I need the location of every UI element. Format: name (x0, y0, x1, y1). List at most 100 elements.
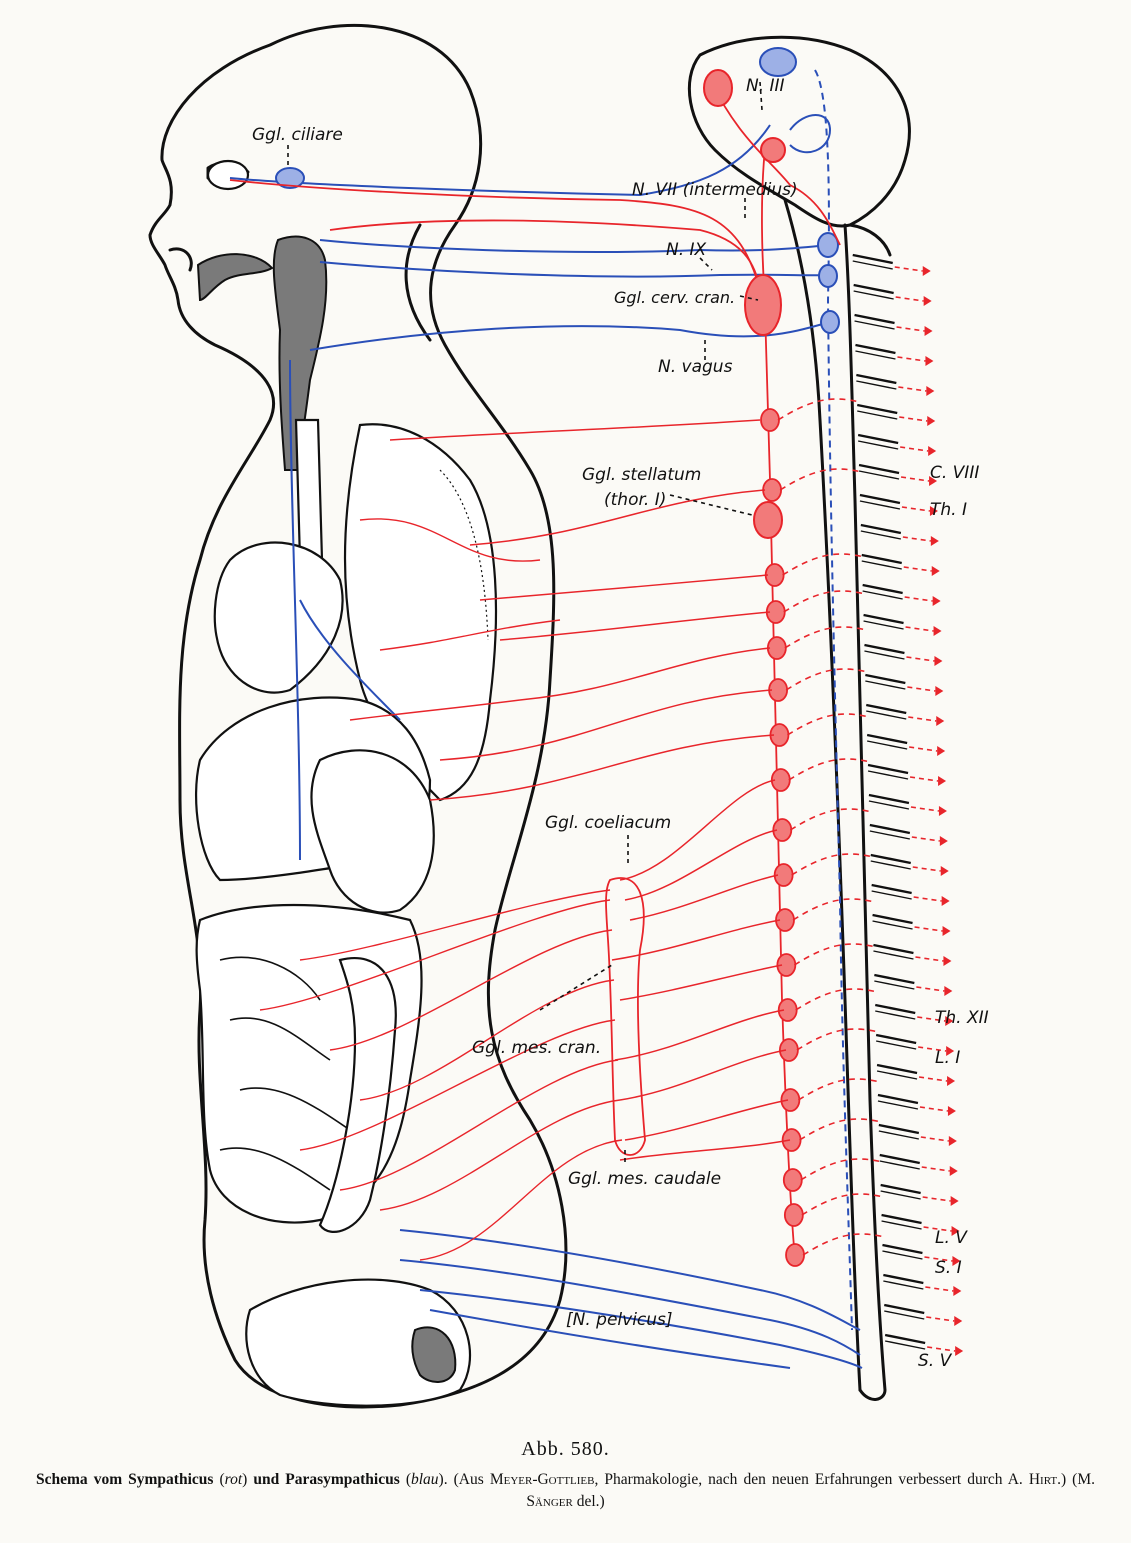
spinal-root (855, 350, 896, 360)
sympathetic-branch (479, 574, 769, 601)
ramus-communicans (785, 668, 868, 691)
spinal-root (878, 1123, 920, 1135)
ramus-communicans (795, 988, 878, 1011)
ramus-communicans (777, 398, 860, 421)
red-arrowhead (952, 1256, 961, 1266)
figure-number: Abb. 580. (521, 1438, 610, 1460)
sympathetic-branch (624, 1099, 789, 1141)
sympathetic-ray (900, 446, 929, 452)
spinal-root (862, 590, 903, 600)
sympathetic-ray (901, 506, 931, 512)
ramus-communicans (797, 1078, 881, 1101)
spinal-root (874, 980, 915, 990)
red-arrowhead (941, 896, 950, 906)
segment-s-v: S. V (918, 1351, 953, 1371)
spinal-root (883, 1280, 924, 1290)
label-ggl-stellatum: Ggl. stellatum (582, 465, 701, 485)
caption-author: Hirt (1028, 1471, 1058, 1488)
caption-part: .) (M. (1057, 1471, 1095, 1488)
heart (213, 541, 344, 694)
visceral-branch (299, 889, 611, 961)
spinal-root (882, 1243, 923, 1255)
spinal-root (863, 620, 904, 630)
label-thor-i: (thor. I) (604, 490, 666, 510)
spinal-root (867, 770, 909, 780)
red-arrowhead (954, 1316, 963, 1326)
sympathetic-branch (499, 611, 771, 641)
spinal-root (873, 943, 914, 955)
ramus-communicans (788, 758, 871, 781)
spinal-root (882, 1250, 923, 1260)
red-arrowhead (922, 266, 931, 276)
spinal-root (867, 763, 909, 775)
spinal-root (858, 463, 900, 475)
sympathetic-ray (910, 806, 940, 812)
sympathetic-ray (914, 926, 943, 932)
sympathetic-ray (898, 386, 927, 392)
spinal-roots (852, 253, 964, 1356)
ramus-communicans (793, 943, 877, 966)
red-arrowhead (951, 1226, 960, 1236)
caption-author: Meyer-Gottlieb (489, 1471, 595, 1488)
spinal-root (856, 380, 897, 390)
ramus-communicans (796, 1028, 879, 1051)
ramus-communicans (801, 1193, 884, 1216)
label-ggl-coeliacum: Ggl. coeliacum (545, 813, 671, 833)
spinal-root (857, 403, 898, 415)
segment-s-i: S. I (935, 1258, 962, 1278)
red-arrowhead (933, 626, 942, 636)
label-n-iii: N. III (746, 76, 785, 96)
visceral-branch (359, 518, 541, 562)
visceral-branch (359, 979, 615, 1101)
nervous-system-schema: Ggl. ciliare N. III N. VII (intermedius)… (148, 23, 989, 1409)
spinal-root (884, 1303, 925, 1315)
caption-part: und Parasympathicus (253, 1471, 400, 1488)
sympathetic-ray (926, 1316, 955, 1322)
spinal-root (855, 343, 896, 355)
ramus-communicans (787, 713, 870, 736)
spinal-root (859, 500, 901, 510)
red-arrowhead (929, 476, 938, 486)
sympathetic-ray (927, 1346, 956, 1352)
ramus-communicans (789, 808, 873, 831)
sympathetic-ray (905, 626, 934, 632)
caption-part: Schema vom Sympathicus (36, 1471, 214, 1488)
sympathetic-ray (909, 746, 938, 752)
spinal-root (880, 1183, 921, 1195)
ramus-communicans (800, 1158, 883, 1181)
sympathetic-ray (919, 1106, 949, 1112)
spinal-root (884, 1333, 926, 1345)
ggl-stellatum-node (753, 501, 783, 539)
spinal-root (870, 860, 911, 870)
spinal-root (865, 673, 906, 685)
spinal-root (861, 553, 902, 565)
sympathetic-ray (895, 296, 924, 302)
spinal-root (881, 1220, 922, 1230)
spinal-root (852, 260, 893, 270)
trachea (294, 418, 324, 562)
sympathetic-branch (611, 919, 781, 961)
red-arrowhead (935, 686, 944, 696)
spinal-root (870, 853, 911, 865)
ramus-communicans (783, 590, 866, 613)
red-arrowhead (925, 356, 934, 366)
spinal-root (852, 253, 893, 265)
n-iii-nucleus (759, 47, 797, 77)
spinal-root (863, 613, 904, 625)
eye (206, 159, 250, 191)
spinal-root (878, 1130, 919, 1140)
spinal-root (884, 1310, 925, 1320)
spinal-root (865, 680, 906, 690)
ramus-communicans (799, 1118, 882, 1141)
sympathetic-ray (911, 836, 940, 842)
stomach (310, 749, 435, 914)
sympathetic-ray (896, 326, 925, 332)
red-arrowhead (944, 986, 953, 996)
spinal-root (876, 1070, 918, 1080)
spinal-root (885, 1340, 926, 1350)
spinal-root (868, 800, 910, 810)
sympathetic-ray (906, 656, 935, 662)
sympathetic-branch (429, 734, 775, 801)
organs (194, 159, 498, 1407)
